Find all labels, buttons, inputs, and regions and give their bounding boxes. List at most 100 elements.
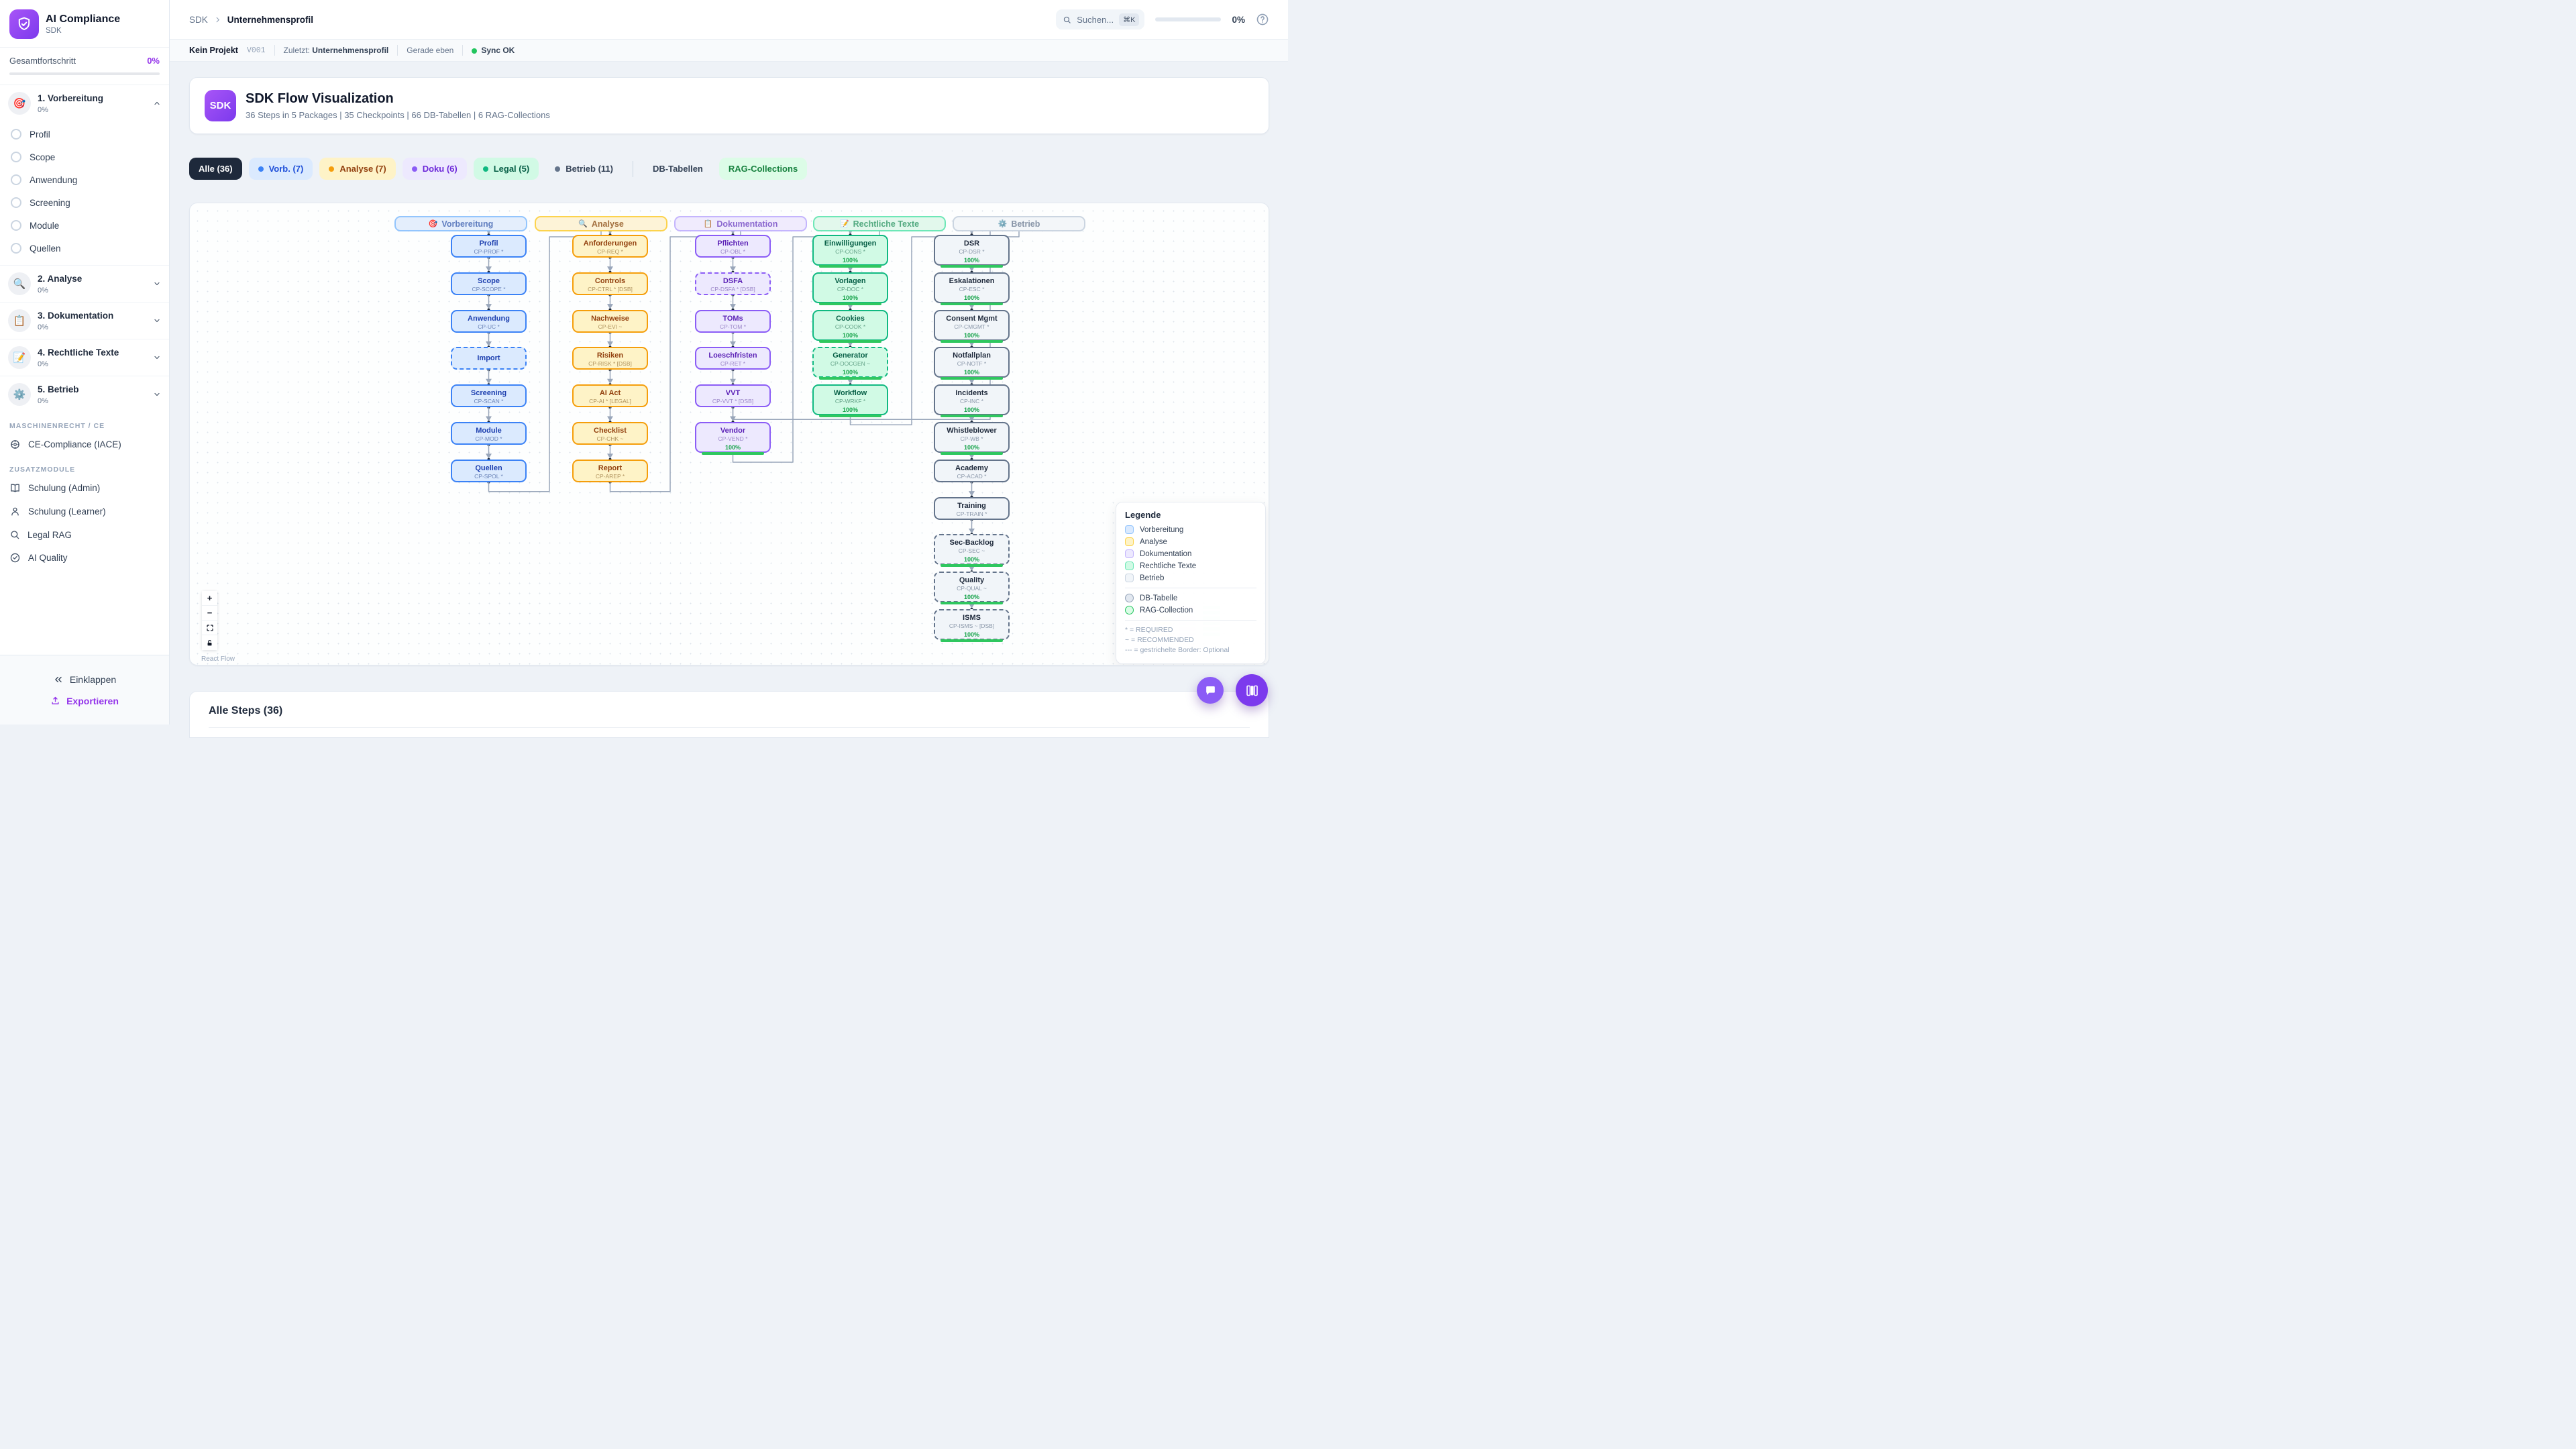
lock-button[interactable] [202, 635, 217, 650]
collapse-sidebar-button[interactable]: Einklappen [53, 674, 116, 685]
node-title: Import [477, 354, 500, 363]
chip-dot-icon [411, 166, 417, 172]
filter-chip-analyse-7[interactable]: Analyse (7) [319, 158, 396, 180]
node-code: CP-NOTF * [957, 360, 987, 368]
sidebar-item-screening[interactable]: Screening [0, 191, 169, 214]
sidebar-link-ce-compliance-iace[interactable]: CE-Compliance (IACE) [0, 433, 169, 456]
package-header-betrieb[interactable]: ⚙️Betrieb [953, 216, 1085, 231]
package-header-vorbereitung[interactable]: 🎯Vorbereitung [394, 216, 527, 231]
react-flow-attribution[interactable]: React Flow [201, 655, 235, 663]
node-code: CP-WB * [960, 435, 983, 442]
filter-chip-doku-6[interactable]: Doku (6) [402, 158, 467, 180]
legend-note: * = REQUIRED [1125, 626, 1173, 634]
flow-node-import[interactable]: Import [451, 347, 527, 370]
chat-button[interactable] [1197, 677, 1224, 704]
sidebar-item-scope[interactable]: Scope [0, 146, 169, 168]
node-progress-bar [941, 265, 1003, 268]
package-header-analyse[interactable]: 🔍Analyse [535, 216, 667, 231]
phase-emoji-icon: 🔍 [8, 272, 31, 295]
chip-label: Legal (5) [493, 164, 530, 174]
sidebar-phase-1-vorbereitung[interactable]: 🎯 1. Vorbereitung 0% [0, 85, 169, 121]
zoom-out-button[interactable]: − [202, 606, 217, 621]
zoom-in-button[interactable]: + [202, 591, 217, 606]
node-progress-bar [819, 265, 881, 268]
node-progress-bar [702, 452, 764, 455]
sidebar-item-profil[interactable]: Profil [0, 123, 169, 146]
package-header-dokumentation[interactable]: 📋Dokumentation [674, 216, 807, 231]
filter-chip-rag-collections[interactable]: RAG-Collections [718, 158, 808, 180]
fit-view-button[interactable] [202, 621, 217, 635]
filter-chip-alle-36[interactable]: Alle (36) [189, 158, 242, 180]
sidebar-link-legal-rag[interactable]: Legal RAG [0, 523, 169, 546]
node-progress-bar [941, 302, 1003, 305]
sidebar-item-module[interactable]: Module [0, 214, 169, 237]
sidebar-item-quellen[interactable]: Quellen [0, 237, 169, 260]
node-progress-bar [941, 564, 1003, 568]
breadcrumb-root[interactable]: SDK [189, 14, 208, 25]
board-view-button[interactable] [1236, 674, 1268, 706]
help-icon[interactable] [1256, 13, 1269, 26]
node-code: CP-INC * [960, 398, 983, 405]
step-status-icon [11, 129, 21, 140]
chevron-down-icon [153, 390, 161, 398]
node-progress-bar [941, 602, 1003, 605]
filter-chip-db-tabellen[interactable]: DB-Tabellen [643, 158, 712, 180]
sidebar-phase-5-betrieb[interactable]: ⚙️ 5. Betrieb 0% [0, 376, 169, 413]
filter-chip-vorb-7[interactable]: Vorb. (7) [248, 158, 313, 180]
node-title: Checklist [594, 427, 627, 435]
chip-dot-icon [258, 166, 264, 172]
filter-chip-betrieb-11[interactable]: Betrieb (11) [545, 158, 623, 180]
filter-chip-legal-5[interactable]: Legal (5) [473, 158, 539, 180]
phase-emoji-icon: 📋 [8, 309, 31, 332]
sidebar-item-anwendung[interactable]: Anwendung [0, 168, 169, 191]
sidebar-link-schulung-admin[interactable]: Schulung (Admin) [0, 476, 169, 500]
node-code: CP-QUAL ~ [957, 585, 987, 592]
package-emoji-icon: 📝 [839, 220, 849, 228]
sidebar-link-ai-quality[interactable]: AI Quality [0, 546, 169, 570]
sidebar-link-schulung-learner[interactable]: Schulung (Learner) [0, 500, 169, 523]
export-button[interactable]: Exportieren [50, 696, 119, 706]
chip-label: Analyse (7) [339, 164, 386, 174]
search-input[interactable]: Suchen... ⌘K [1056, 9, 1145, 30]
sidebar-phase-3-dokumentation[interactable]: 📋 3. Dokumentation 0% [0, 302, 169, 339]
sidebar-phase-4-rechtliche-texte[interactable]: 📝 4. Rechtliche Texte 0% [0, 339, 169, 376]
package-header-rechtliche-texte[interactable]: 📝Rechtliche Texte [813, 216, 946, 231]
sidebar-phase-2-analyse[interactable]: 🔍 2. Analyse 0% [0, 265, 169, 302]
